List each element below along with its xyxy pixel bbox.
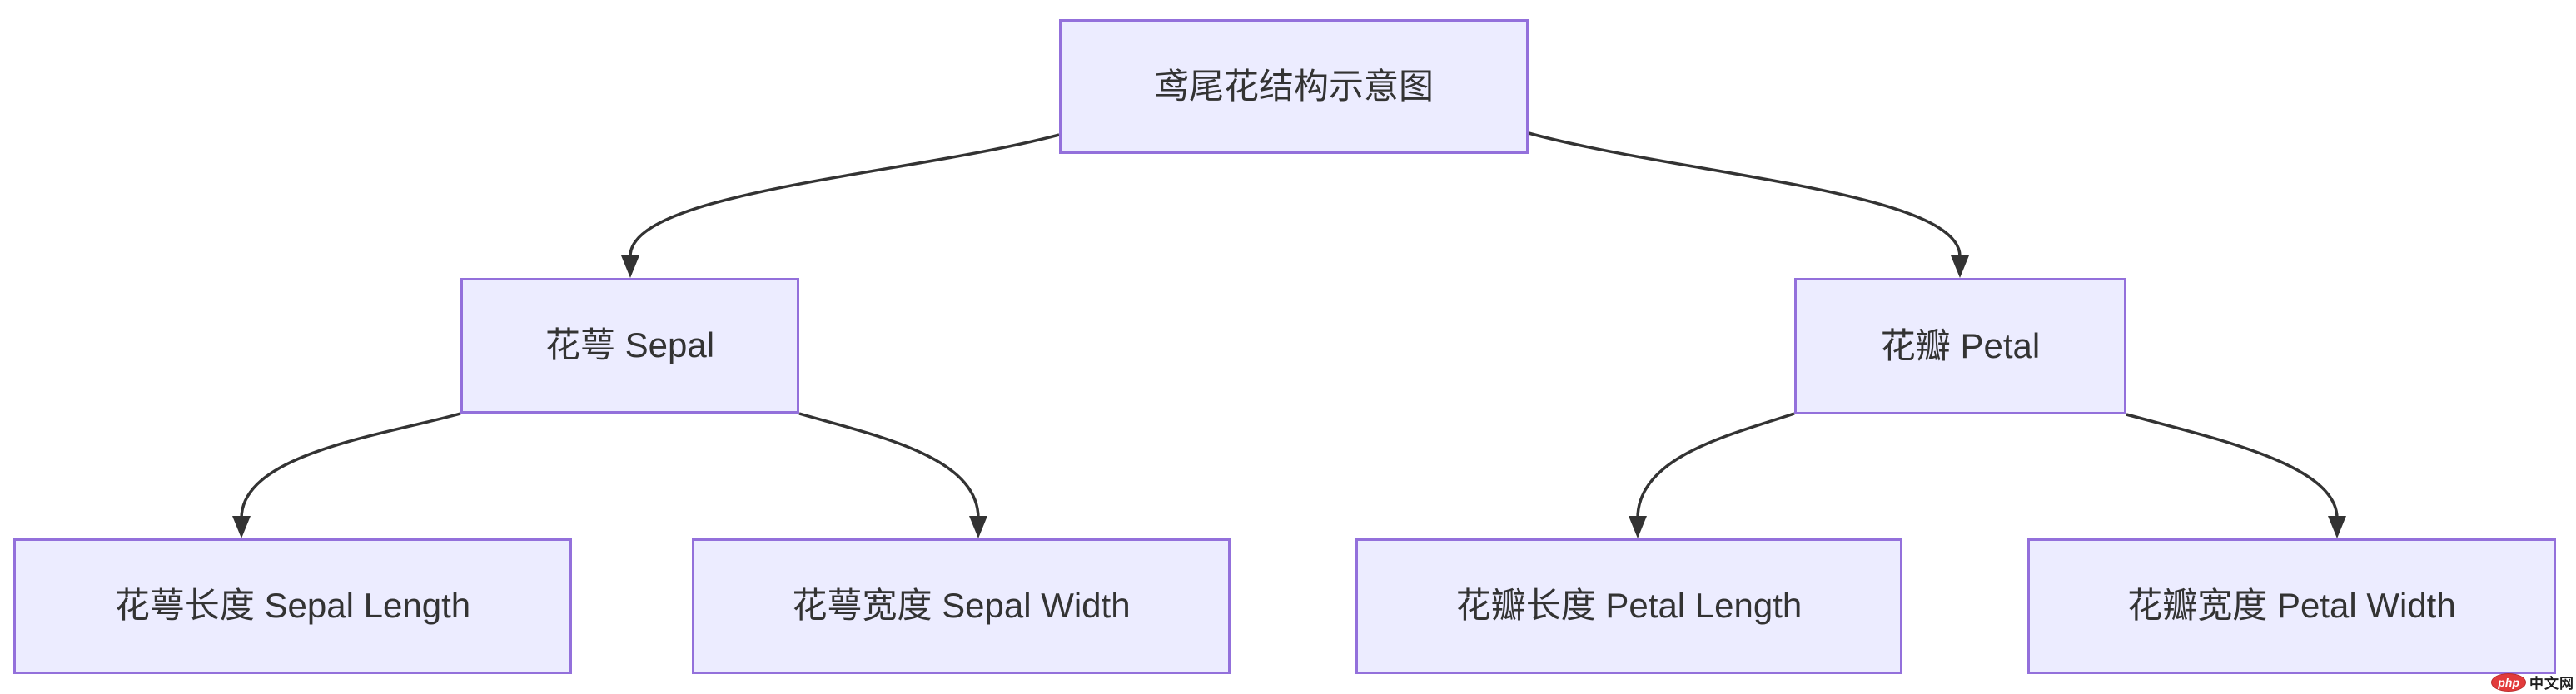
arrowhead-icon [1951, 255, 1969, 278]
php-logo-icon: php [2491, 672, 2526, 692]
edge-sepal-to-sepal_width [798, 412, 980, 519]
node-label-petal-width: 花瓣宽度 Petal Width [2127, 586, 2456, 626]
arrowhead-icon [2328, 516, 2346, 538]
node-petal-length: 花瓣长度 Petal Length [1355, 538, 1902, 674]
node-label-sepal-length: 花萼长度 Sepal Length [114, 586, 471, 626]
arrowhead-icon [969, 516, 987, 538]
node-label-sepal-width: 花萼宽度 Sepal Width [792, 586, 1131, 626]
edge-petal-to-petal_length [1636, 412, 1795, 519]
node-sepal: 花萼 Sepal [460, 278, 799, 414]
arrowhead-icon [1629, 516, 1647, 538]
node-sepal-length: 花萼长度 Sepal Length [13, 538, 572, 674]
node-petal-width: 花瓣宽度 Petal Width [2027, 538, 2556, 674]
watermark-site-name: 中文网 [2529, 676, 2574, 692]
node-sepal-width: 花萼宽度 Sepal Width [692, 538, 1231, 674]
edge-petal-to-petal_width [2126, 413, 2339, 519]
node-root: 鸢尾花结构示意图 [1059, 19, 1529, 154]
edge-sepal-to-sepal_length [240, 412, 461, 519]
node-petal: 花瓣 Petal [1794, 278, 2126, 414]
watermark: php 中文网 [2491, 672, 2574, 692]
node-label-sepal: 花萼 Sepal [545, 325, 715, 365]
edge-root-to-petal [1528, 131, 1962, 257]
node-label-petal: 花瓣 Petal [1880, 325, 2041, 365]
node-label-petal-length: 花瓣长度 Petal Length [1455, 586, 1803, 626]
arrowhead-icon [232, 516, 251, 538]
arrowhead-icon [621, 255, 639, 278]
node-label-root: 鸢尾花结构示意图 [1153, 66, 1434, 106]
edge-root-to-sepal [629, 133, 1060, 257]
